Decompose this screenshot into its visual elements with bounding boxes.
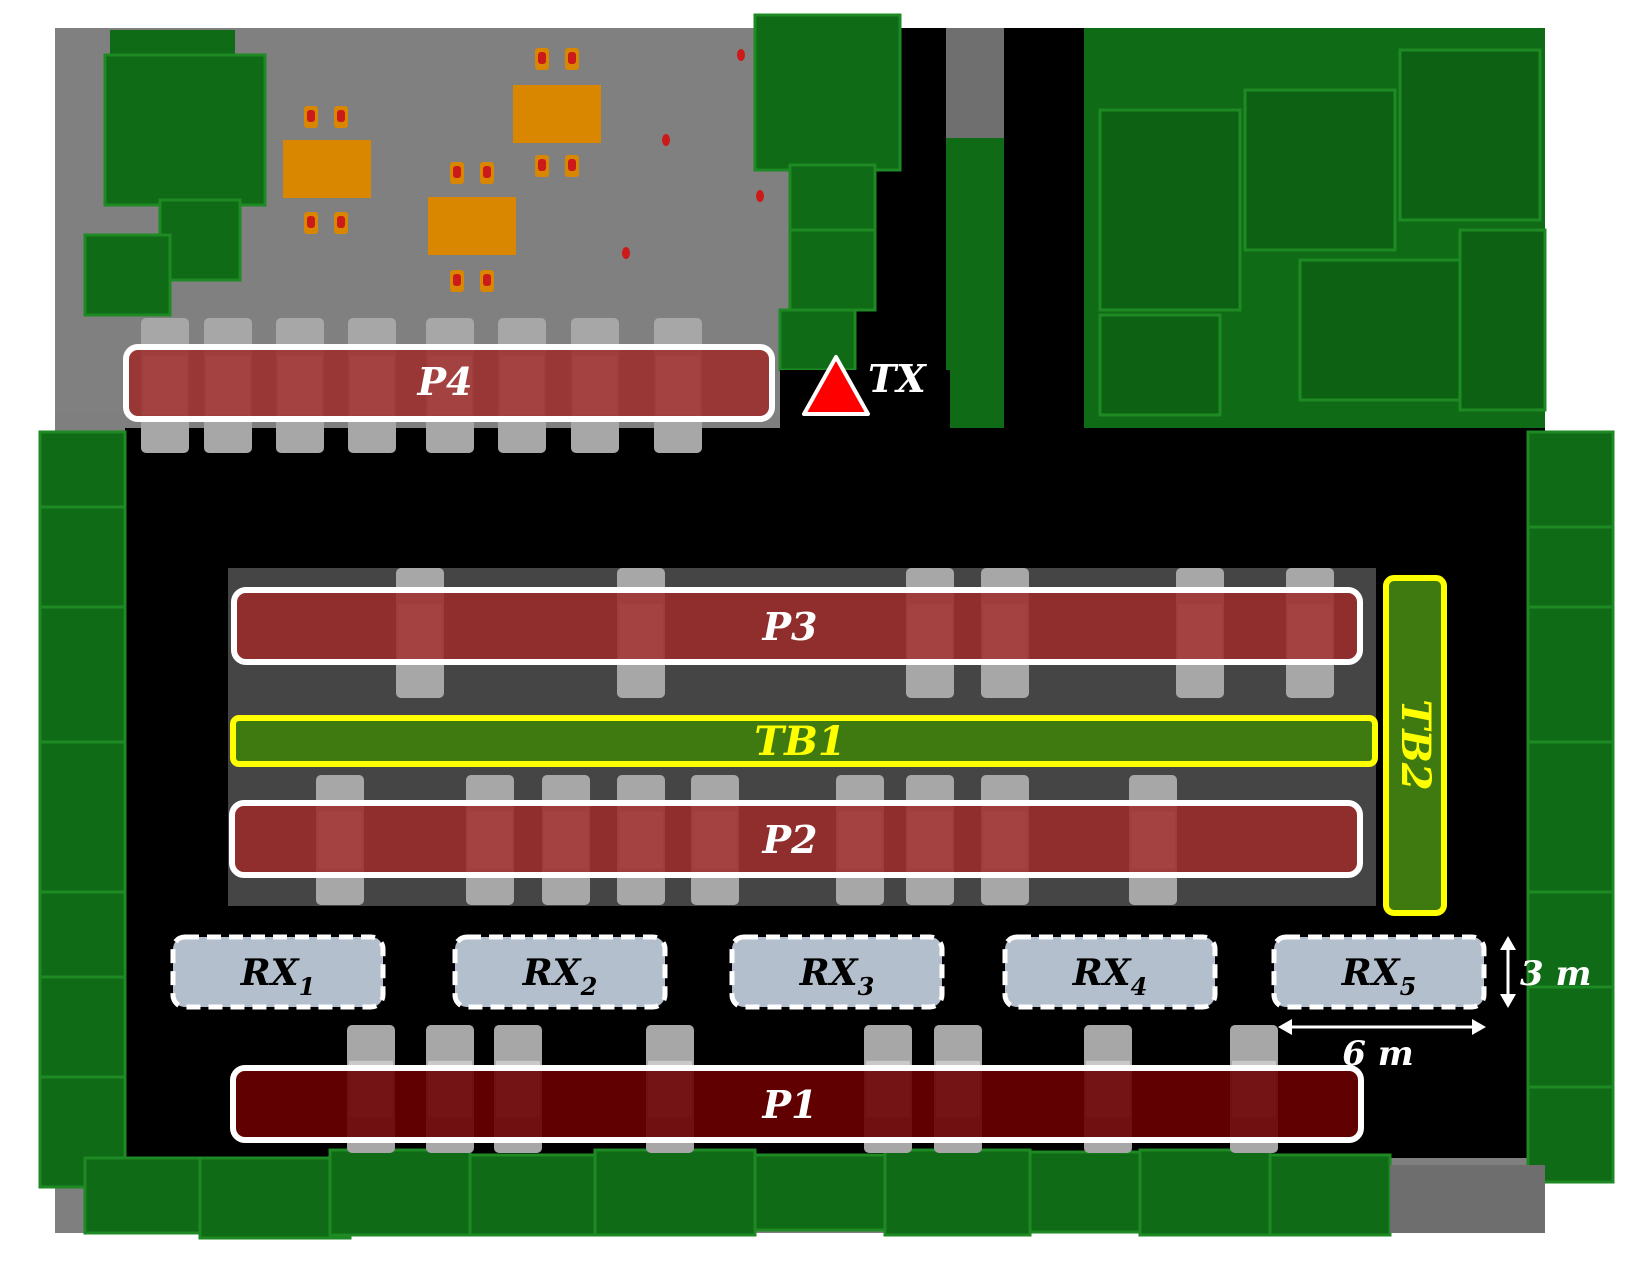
rx-2-label: RX2 [522, 952, 598, 1001]
parking-row-p4: P4 [123, 344, 775, 422]
parking-row-p1-label: P1 [761, 1082, 817, 1127]
parking-row-p1: P1 [230, 1065, 1364, 1143]
parking-row-p3: P3 [231, 587, 1363, 665]
rx-2-box [452, 934, 668, 1010]
trees-bottom [83, 1148, 1392, 1240]
trees-left [38, 430, 127, 1189]
parking-row-p3-box [231, 587, 1363, 665]
trees-right [1526, 430, 1615, 1184]
rx-3-label: RX3 [799, 952, 875, 1001]
tx-label: TX [868, 356, 927, 401]
trees-top-right [1084, 28, 1547, 428]
parking-row-p4-label: P4 [416, 359, 472, 404]
tx-marker: TX [802, 355, 927, 416]
rx-3: RX3 [729, 934, 945, 1010]
road-connector [780, 370, 950, 430]
rx-2: RX2 [452, 934, 668, 1010]
corridor-gray-patch [946, 28, 1004, 138]
rx-5: RX5 [1271, 934, 1487, 1010]
rx-3-box [729, 934, 945, 1010]
parking-row-p3-label: P3 [761, 604, 817, 649]
rx-4: RX4 [1002, 934, 1218, 1010]
test-bed-tb1-label: TB1 [754, 718, 845, 765]
parking-row-p1-box [230, 1065, 1364, 1143]
tx-triangle-icon [802, 355, 870, 416]
parking-row-p2: P2 [229, 800, 1363, 878]
rx-5-box [1271, 934, 1487, 1010]
parking-row-p2-box [229, 800, 1363, 878]
test-bed-tb2-box [1383, 575, 1447, 916]
rx-5-label: RX5 [1341, 952, 1417, 1001]
parking-row-p2-label: P2 [761, 817, 817, 862]
rx-4-label: RX4 [1072, 952, 1148, 1001]
bottom-right-ground [1390, 1165, 1545, 1233]
test-bed-tb1-box [230, 715, 1378, 767]
road-corridor-b [1004, 28, 1084, 428]
trees-top-middle [753, 13, 902, 372]
dimension-height-label: 3 m [1520, 954, 1591, 994]
dimension-width [1278, 1019, 1486, 1035]
rx-1: RX1 [170, 934, 386, 1010]
trees-top-left [83, 30, 267, 317]
corridor-green-strip [946, 138, 1004, 428]
test-bed-tb1: TB1 [230, 715, 1378, 767]
parking-row-p4-box [123, 344, 775, 422]
rx-1-label: RX1 [240, 952, 316, 1001]
dimension-height [1500, 936, 1516, 1008]
rx-4-box [1002, 934, 1218, 1010]
rx-1-box [170, 934, 386, 1010]
plaza-tables [283, 48, 764, 292]
test-bed-tb2-label: TB2 [1392, 699, 1439, 790]
test-bed-tb2: TB2 [1383, 575, 1447, 916]
